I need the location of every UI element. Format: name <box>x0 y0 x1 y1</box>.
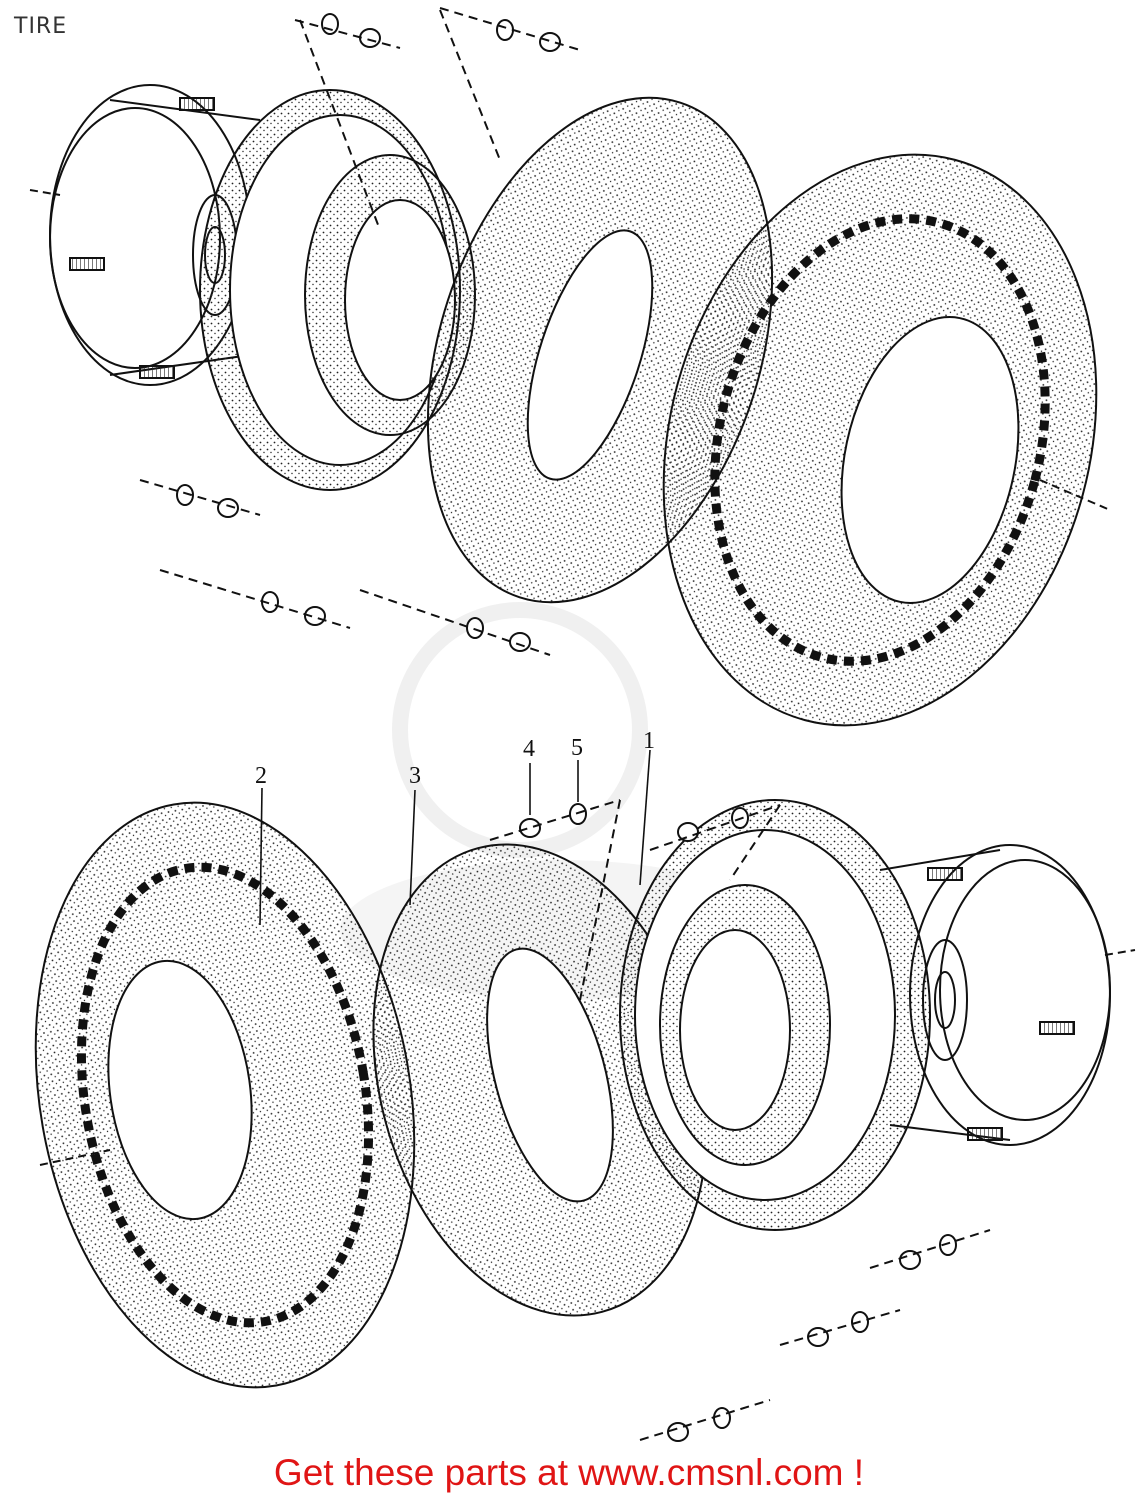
page-title: TIRE <box>14 14 68 39</box>
inner-tube-bottom <box>372 843 708 1317</box>
callout-5: 5 <box>571 735 583 761</box>
callout-4: 4 <box>523 736 535 762</box>
hub-bottom <box>879 844 1136 1146</box>
wheel-rim-bottom <box>619 799 931 1231</box>
tire-top <box>662 153 1111 727</box>
fasteners-top <box>139 7 581 656</box>
callout-2: 2 <box>255 763 267 789</box>
tire-bottom <box>34 801 416 1389</box>
callout-3: 3 <box>409 763 421 789</box>
fasteners-bottom <box>489 799 991 1442</box>
callout-leaders <box>259 749 651 926</box>
callout-1: 1 <box>643 728 655 754</box>
footer-link[interactable]: Get these parts at www.cmsnl.com ! <box>273 1452 865 1493</box>
